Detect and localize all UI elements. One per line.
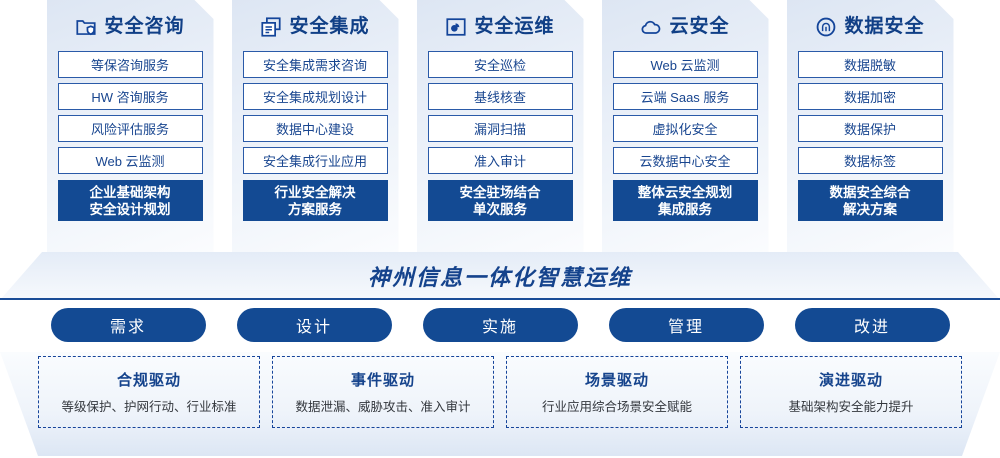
driver-description: 等级保护、护网行动、行业标准	[61, 400, 237, 414]
platform-banner-title: 神州信息一体化智慧运维	[367, 265, 632, 290]
banner-underline	[0, 298, 1000, 300]
driver-card-compliance[interactable]: 合规驱动 等级保护、护网行动、行业标准	[38, 356, 260, 428]
service-item[interactable]: 云端 Saas 服务	[613, 83, 758, 110]
driver-title: 合规驱动	[116, 372, 181, 389]
lifecycle-pill-management[interactable]: 管理	[608, 308, 764, 342]
column-title: 安全咨询	[104, 16, 185, 37]
capability-column-security-consulting[interactable]: 安全咨询 等保咨询服务 HW 咨询服务 风险评估服务 Web 云监测 企业基础架…	[47, 0, 214, 252]
footer-line: 安全设计规划	[89, 201, 171, 217]
driver-description: 基础架构安全能力提升	[788, 400, 914, 414]
footer-line: 整体云安全规划	[637, 184, 733, 200]
service-item[interactable]: 安全集成规划设计	[243, 83, 388, 110]
column-footer-solution[interactable]: 行业安全解决 方案服务	[243, 180, 388, 221]
footer-line: 行业安全解决	[274, 184, 356, 200]
footer-line: 安全驻场结合	[459, 184, 541, 200]
drivers-panel	[0, 352, 1000, 456]
service-item[interactable]: 虚拟化安全	[613, 115, 758, 142]
column-title: 安全集成	[289, 16, 370, 37]
service-item[interactable]: 漏洞扫描	[428, 115, 573, 142]
stacked-documents-icon	[260, 16, 282, 38]
footer-line: 方案服务	[288, 201, 342, 217]
column-footer-solution[interactable]: 数据安全综合 解决方案	[798, 180, 943, 221]
capability-column-data-security[interactable]: 数据安全 数据脱敏 数据加密 数据保护 数据标签 数据安全综合 解决方案	[787, 0, 954, 252]
driver-card-incident[interactable]: 事件驱动 数据泄漏、威胁攻击、准入审计	[272, 356, 494, 428]
column-header: 数据安全	[815, 10, 924, 44]
service-item[interactable]: 安全巡检	[428, 51, 573, 78]
footer-line: 单次服务	[473, 201, 527, 217]
service-item[interactable]: 安全集成行业应用	[243, 147, 388, 174]
service-item[interactable]: 数据保护	[798, 115, 943, 142]
service-item[interactable]: 数据中心建设	[243, 115, 388, 142]
column-footer-solution[interactable]: 整体云安全规划 集成服务	[613, 180, 758, 221]
service-item[interactable]: 等保咨询服务	[58, 51, 203, 78]
footer-line: 企业基础架构	[89, 184, 171, 200]
column-header: 安全集成	[260, 10, 369, 44]
service-item[interactable]: 云数据中心安全	[613, 147, 758, 174]
footer-line: 数据安全综合	[829, 184, 911, 200]
service-item[interactable]: 数据加密	[798, 83, 943, 110]
service-item[interactable]: 风险评估服务	[58, 115, 203, 142]
service-item[interactable]: 基线核查	[428, 83, 573, 110]
service-item[interactable]: 准入审计	[428, 147, 573, 174]
cloud-icon	[640, 16, 662, 38]
driver-description: 行业应用综合场景安全赋能	[541, 400, 692, 414]
capability-columns: 安全咨询 等保咨询服务 HW 咨询服务 风险评估服务 Web 云监测 企业基础架…	[0, 0, 1000, 252]
service-item[interactable]: Web 云监测	[58, 147, 203, 174]
service-item[interactable]: Web 云监测	[613, 51, 758, 78]
column-header: 安全咨询	[75, 10, 184, 44]
footer-line: 解决方案	[843, 201, 897, 217]
lifecycle-pill-improvement[interactable]: 改进	[794, 308, 950, 342]
column-title: 云安全	[669, 16, 730, 37]
driver-card-scenario[interactable]: 场景驱动 行业应用综合场景安全赋能	[506, 356, 728, 428]
capability-column-security-integration[interactable]: 安全集成 安全集成需求咨询 安全集成规划设计 数据中心建设 安全集成行业应用 行…	[232, 0, 399, 252]
lifecycle-pills: 需求 设计 实施 管理 改进	[0, 308, 1000, 350]
lifecycle-pill-requirement[interactable]: 需求	[50, 308, 206, 342]
driver-title: 场景驱动	[584, 372, 649, 389]
folder-shield-icon	[75, 16, 97, 38]
capability-column-cloud-security[interactable]: 云安全 Web 云监测 云端 Saas 服务 虚拟化安全 云数据中心安全 整体云…	[602, 0, 769, 252]
platform-banner: 神州信息一体化智慧运维	[0, 252, 1000, 300]
driver-card-evolution[interactable]: 演进驱动 基础架构安全能力提升	[740, 356, 962, 428]
column-title: 安全运维	[474, 16, 555, 37]
column-title: 数据安全	[844, 16, 925, 37]
service-item[interactable]: 数据标签	[798, 147, 943, 174]
lifecycle-pill-design[interactable]: 设计	[236, 308, 392, 342]
column-header: 安全运维	[445, 10, 554, 44]
capability-column-security-operations[interactable]: 安全运维 安全巡检 基线核查 漏洞扫描 准入审计 安全驻场结合 单次服务	[417, 0, 584, 252]
service-item[interactable]: HW 咨询服务	[58, 83, 203, 110]
service-item[interactable]: 安全集成需求咨询	[243, 51, 388, 78]
fingerprint-icon	[815, 16, 837, 38]
driver-title: 事件驱动	[350, 372, 415, 389]
footer-line: 集成服务	[658, 201, 712, 217]
monitor-chart-icon	[445, 16, 467, 38]
column-footer-solution[interactable]: 企业基础架构 安全设计规划	[58, 180, 203, 221]
driver-title: 演进驱动	[818, 372, 883, 389]
column-footer-solution[interactable]: 安全驻场结合 单次服务	[428, 180, 573, 221]
column-header: 云安全	[640, 10, 729, 44]
driver-description: 数据泄漏、威胁攻击、准入审计	[295, 400, 471, 414]
service-item[interactable]: 数据脱敏	[798, 51, 943, 78]
drivers-list: 合规驱动 等级保护、护网行动、行业标准 事件驱动 数据泄漏、威胁攻击、准入审计 …	[0, 356, 1000, 448]
lifecycle-pill-implementation[interactable]: 实施	[422, 308, 578, 342]
